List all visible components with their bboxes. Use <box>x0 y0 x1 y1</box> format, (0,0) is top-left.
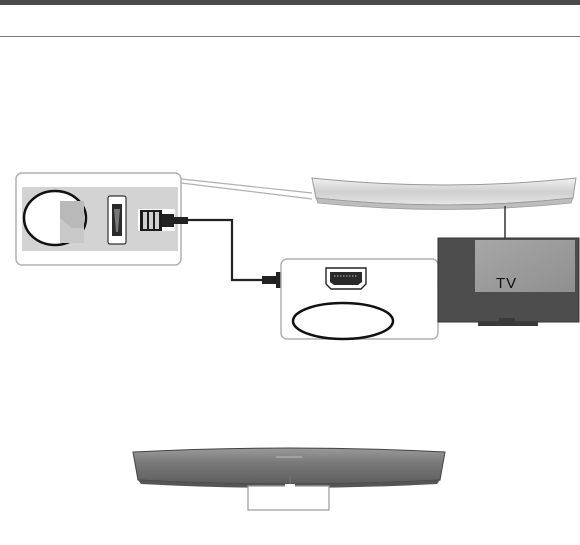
soundbar-top <box>311 177 577 210</box>
soundbar-callout-lines <box>180 178 313 200</box>
highlight-ring <box>291 301 395 341</box>
display-callout-box <box>247 484 330 511</box>
tv-label: TV <box>496 275 518 292</box>
soundbar-bottom <box>132 447 446 488</box>
hdmi-port-icon <box>107 195 127 245</box>
header-rule <box>0 36 580 37</box>
header-bar <box>0 0 580 5</box>
tv-port-panel <box>280 258 439 341</box>
hdmi-port-icon <box>325 267 367 290</box>
soundbar-port-panel <box>15 172 182 266</box>
tv <box>437 237 580 326</box>
